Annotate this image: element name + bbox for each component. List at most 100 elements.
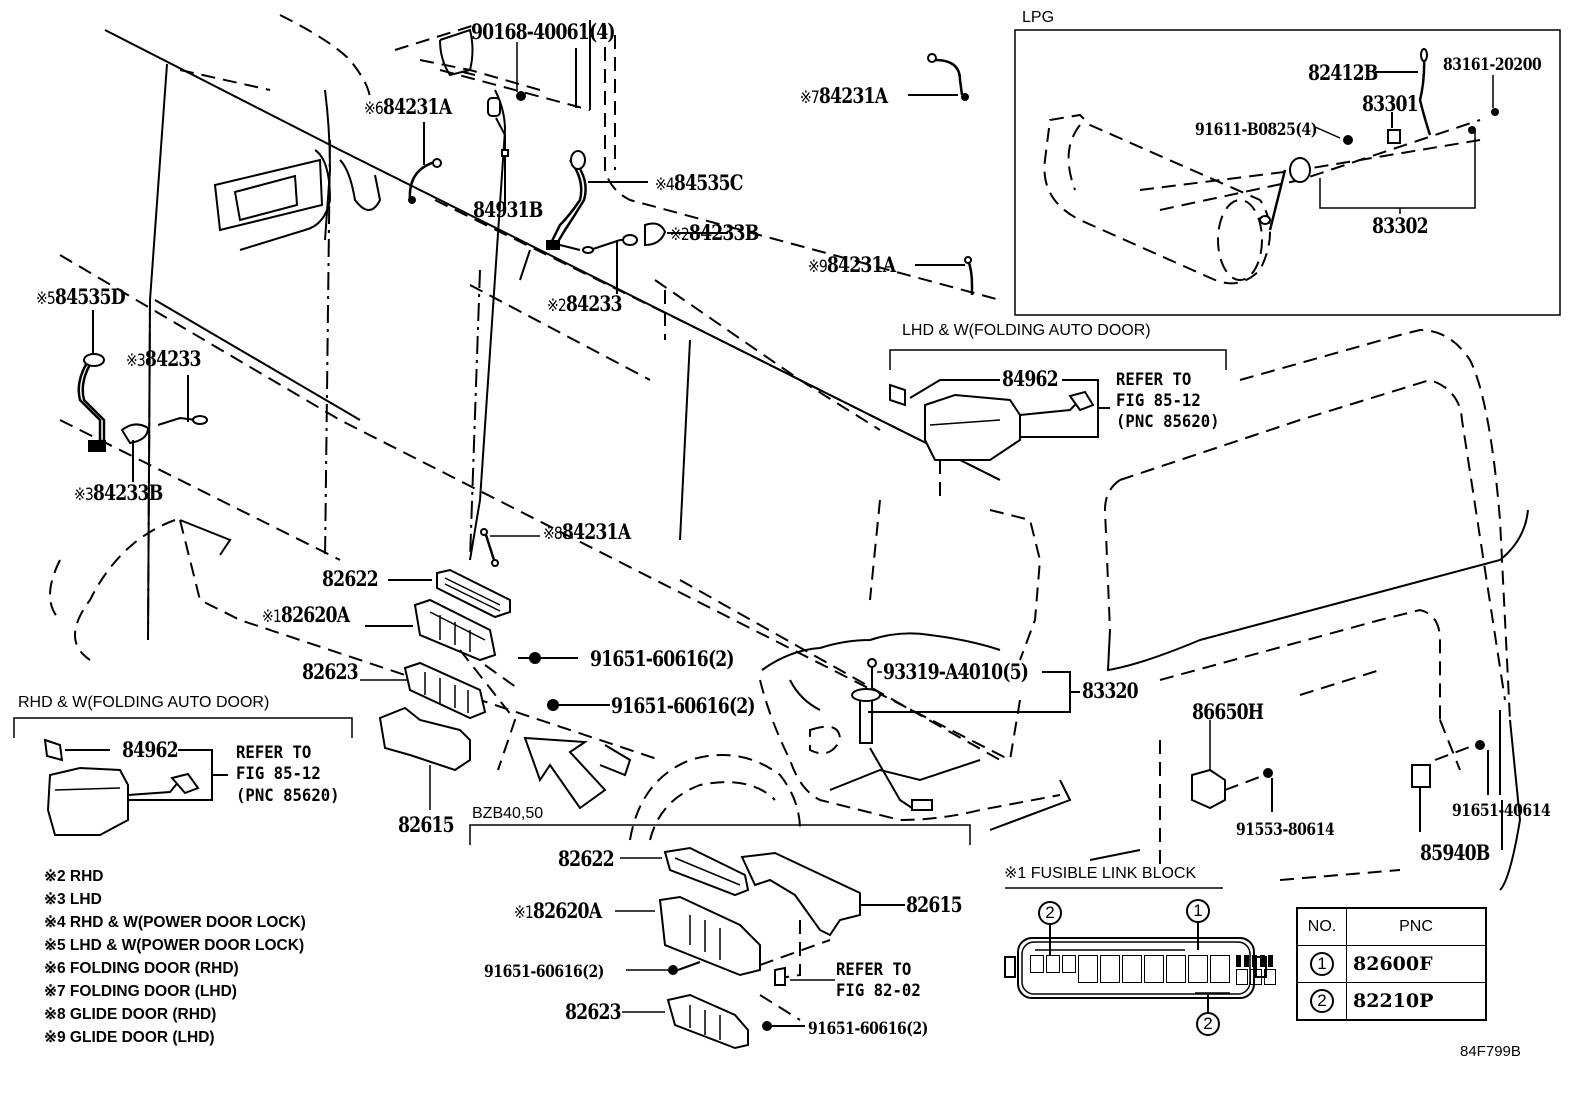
part-label-85940b[interactable]: 85940B: [1420, 840, 1490, 865]
part-label-86650h[interactable]: 86650H: [1192, 699, 1264, 724]
refer-line-2[interactable]: FIG 85-12: [1116, 391, 1201, 411]
part-label-82623-bzb[interactable]: 82623: [565, 999, 622, 1024]
fuse-block-cluster: [360, 568, 610, 810]
part-label-83301[interactable]: 83301: [1362, 91, 1419, 116]
note-item: ※5 LHD & W(POWER DOOR LOCK): [44, 937, 305, 954]
part-label-82622-bzb[interactable]: 82622: [558, 846, 615, 871]
part-label-84535d[interactable]: ※584535D: [36, 284, 126, 310]
part-label-93319-a4010[interactable]: 93319-A4010(5): [883, 659, 1029, 684]
figure-code: 84F799B: [1460, 1043, 1521, 1060]
part-label-82615[interactable]: 82615: [398, 812, 455, 837]
part-label-84233-lhd[interactable]: ※384233: [126, 346, 202, 372]
part-label-84962-rhd[interactable]: 84962: [122, 737, 179, 762]
part-label-91651-60616-bzb-a[interactable]: 91651-60616(2): [484, 962, 604, 982]
pnc-table: NO. PNC 1 82600F 2 82210P: [1296, 907, 1487, 1021]
fuse-slot: [1122, 955, 1142, 983]
pnc-table-row[interactable]: 1 82600F: [1296, 945, 1487, 983]
fuse-slot-group-right: [1236, 955, 1276, 985]
row-no-circle: 2: [1310, 989, 1334, 1013]
fuse-slot: [1166, 955, 1186, 983]
part-label-84233b-rhd[interactable]: ※284233B: [670, 220, 759, 246]
fuse-terminal: [1268, 955, 1273, 967]
note-item: ※9 GLIDE DOOR (LHD): [44, 1029, 215, 1046]
part-label-84231a-folding-rhd[interactable]: ※684231A: [364, 94, 452, 120]
fuse-slot: [1078, 955, 1098, 983]
lpg-box-title: LPG: [1022, 9, 1055, 26]
part-label-91611-b0825[interactable]: 91611-B0825(4): [1195, 120, 1318, 140]
refer-line-2[interactable]: FIG 82-02: [836, 981, 921, 1001]
fuse-slot: [1236, 969, 1248, 985]
part-label-82620a[interactable]: ※182620A: [262, 602, 350, 628]
row-pnc: 82600F: [1346, 945, 1487, 983]
part-label-91651-60616-bzb-b[interactable]: 91651-60616(2): [808, 1019, 928, 1039]
part-label-91651-40614[interactable]: 91651-40614: [1452, 801, 1551, 821]
fuse-terminal: [1260, 955, 1265, 967]
part-label-84231a-glide-lhd[interactable]: ※984231A: [808, 252, 896, 278]
row-pnc: 82210P: [1346, 982, 1487, 1021]
pnc-table-row[interactable]: 2 82210P: [1296, 982, 1487, 1021]
rear-hardware: [868, 669, 1501, 832]
fuse-slot: [1264, 969, 1276, 985]
lhd-box-title: LHD & W(FOLDING AUTO DOOR): [902, 322, 1151, 339]
part-label-82615-bzb[interactable]: 82615: [906, 892, 963, 917]
part-label-84233-rhd[interactable]: ※284233: [547, 291, 623, 317]
row-no-circle: 1: [1310, 952, 1334, 976]
callout-circle-2-bottom: 2: [1196, 1012, 1220, 1036]
fuse-slot: [1210, 955, 1230, 983]
part-label-90168-40061[interactable]: 90168-40061(4): [471, 19, 616, 44]
part-label-84535c[interactable]: ※484535C: [655, 170, 743, 196]
note-item: ※2 RHD: [44, 868, 104, 885]
callout-circle-2-top: 2: [1038, 901, 1062, 925]
part-label-91651-60616-b[interactable]: 91651-60616(2): [611, 693, 756, 718]
note-item: ※3 LHD: [44, 891, 102, 908]
bzb-box: [469, 824, 971, 1050]
refer-line-1: REFER TO: [836, 960, 912, 980]
fuse-terminal: [1236, 955, 1241, 967]
fuse-slot: [1100, 955, 1120, 983]
part-label-83161-20200[interactable]: 83161-20200: [1443, 55, 1542, 75]
refer-line-1: REFER TO: [1116, 370, 1192, 390]
refer-line-1: REFER TO: [236, 743, 312, 763]
note-item: ※6 FOLDING DOOR (RHD): [44, 960, 239, 977]
part-label-83302[interactable]: 83302: [1372, 213, 1429, 238]
note-item: ※4 RHD & W(POWER DOOR LOCK): [44, 914, 306, 931]
part-label-91651-60616-a[interactable]: 91651-60616(2): [590, 646, 735, 671]
part-label-91553-80614[interactable]: 91553-80614: [1236, 820, 1335, 840]
part-label-82620a-bzb[interactable]: ※182620A: [514, 898, 602, 924]
note-item: ※7 FOLDING DOOR (LHD): [44, 983, 237, 1000]
part-label-82412b[interactable]: 82412B: [1308, 60, 1378, 85]
part-label-84233b-lhd[interactable]: ※384233B: [74, 480, 163, 506]
refer-line-2[interactable]: FIG 85-12: [236, 764, 321, 784]
fuse-slot: [1144, 955, 1164, 983]
fuse-slot: [1046, 955, 1060, 973]
fuse-slots: [1030, 955, 1276, 985]
bzb-box-title: BZB40,50: [472, 805, 544, 822]
fuse-slot: [1062, 955, 1076, 973]
lhd-folding-door-box: [889, 349, 1227, 500]
note-item: ※8 GLIDE DOOR (RHD): [44, 1006, 217, 1023]
harness-parts: [77, 42, 974, 567]
fuse-slot: [1188, 955, 1208, 983]
notes-legend: ※2 RHD ※3 LHD ※4 RHD & W(POWER DOOR LOCK…: [44, 868, 306, 1047]
callout-circle-1: 1: [1186, 899, 1210, 923]
part-label-84231a-glide-rhd[interactable]: ※884231A: [543, 519, 631, 545]
pnc-table-header: NO. PNC: [1296, 907, 1487, 946]
part-label-82623[interactable]: 82623: [302, 659, 359, 684]
rhd-box-title: RHD & W(FOLDING AUTO DOOR): [18, 694, 270, 711]
fuse-slot: [1030, 955, 1044, 973]
refer-line-3: (PNC 85620): [1116, 412, 1220, 432]
fuse-terminal: [1252, 955, 1257, 967]
part-label-82622[interactable]: 82622: [322, 566, 379, 591]
part-label-83320[interactable]: 83320: [1082, 678, 1139, 703]
fuse-slot: [1250, 969, 1262, 985]
part-label-84962-lhd[interactable]: 84962: [1002, 366, 1059, 391]
header-pnc: PNC: [1346, 907, 1487, 946]
fuse-terminal: [1244, 955, 1249, 967]
rhd-folding-door-box: [13, 717, 353, 836]
part-label-84931b[interactable]: 84931B: [473, 197, 543, 222]
refer-line-3: (PNC 85620): [236, 786, 340, 806]
part-label-84231a-folding-lhd[interactable]: ※784231A: [800, 83, 888, 109]
header-no: NO.: [1296, 907, 1347, 946]
fusible-link-block-title: ※1 FUSIBLE LINK BLOCK: [1004, 865, 1197, 882]
